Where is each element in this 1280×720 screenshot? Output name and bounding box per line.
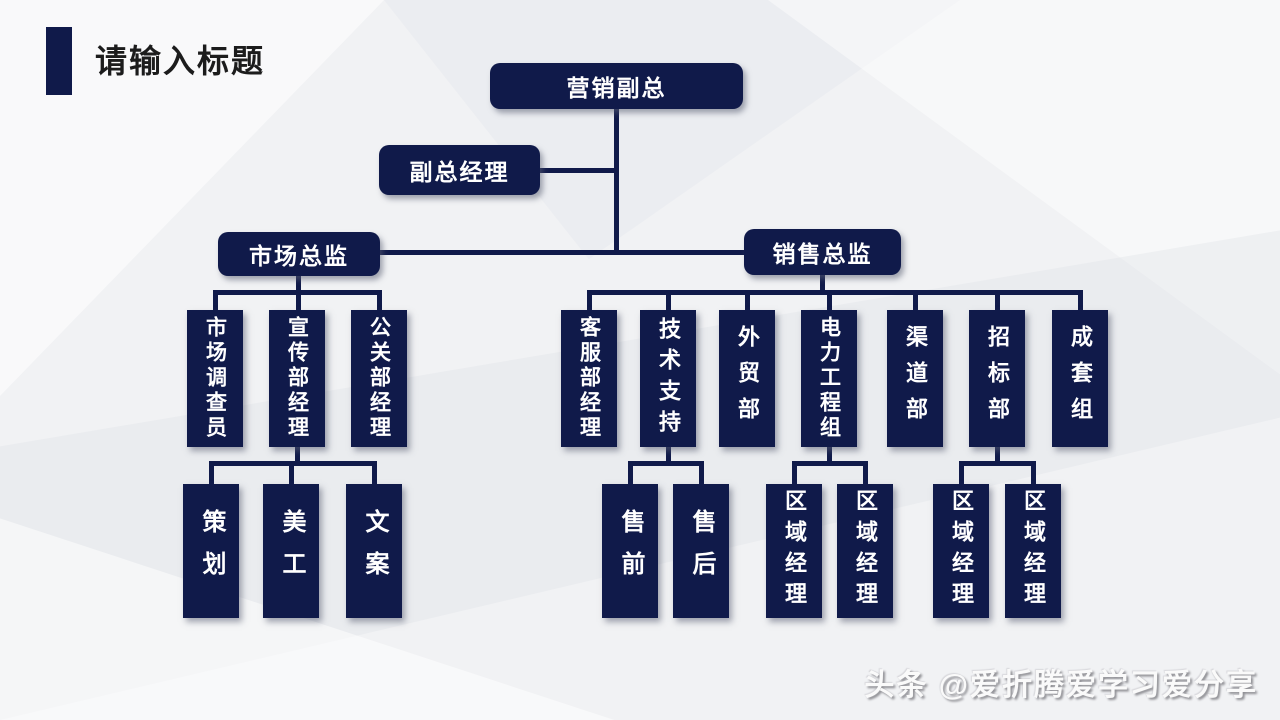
node-label: 售后 (688, 509, 715, 593)
node-foreign-trade-dept[interactable]: 外贸部 (719, 310, 775, 447)
node-market-director[interactable]: 市场总监 (218, 232, 380, 276)
connector-stub (1078, 290, 1083, 312)
node-label: 营销副总 (566, 75, 667, 101)
node-complete-set-group[interactable]: 成套组 (1052, 310, 1108, 447)
node-aftersales[interactable]: 售后 (673, 484, 729, 618)
node-deputy-gm[interactable]: 副总经理 (379, 145, 540, 195)
node-label: 区域经理 (1021, 489, 1046, 613)
node-label: 售前 (617, 509, 644, 593)
node-label: 美工 (278, 509, 305, 593)
connector-root-stem (614, 108, 619, 254)
node-bidding-dept[interactable]: 招标部 (969, 310, 1025, 447)
node-label: 市场总监 (249, 243, 349, 269)
node-tech-support[interactable]: 技术支持 (640, 310, 696, 447)
connector-promo-stem (295, 447, 300, 463)
node-promo-dept-manager[interactable]: 宣传部经理 (269, 310, 325, 447)
connector-stub (863, 461, 868, 486)
node-label: 外贸部 (735, 324, 760, 433)
node-marketing-vp[interactable]: 营销副总 (490, 63, 743, 109)
node-planning[interactable]: 策划 (183, 484, 239, 618)
title-accent-bar (46, 27, 72, 95)
node-sales-director[interactable]: 销售总监 (744, 229, 901, 275)
node-label: 区域经理 (782, 489, 807, 613)
connector-stub (587, 290, 592, 312)
page-title[interactable]: 请输入标题 (95, 43, 266, 79)
connector-tech-branch (628, 461, 704, 466)
connector-stub (699, 461, 704, 486)
node-label: 宣传部经理 (285, 316, 309, 441)
node-label: 渠道部 (903, 324, 928, 433)
node-label: 文案 (361, 509, 388, 593)
connector-sales-stem (820, 275, 825, 295)
connector-stub (959, 461, 964, 486)
node-label: 区域经理 (853, 489, 878, 613)
connector-stub (628, 461, 633, 486)
node-art-design[interactable]: 美工 (263, 484, 319, 618)
connector-stub (666, 290, 671, 312)
connector-stub (792, 461, 797, 486)
node-customer-service-manager[interactable]: 客服部经理 (561, 310, 617, 447)
node-label: 成套组 (1068, 324, 1093, 433)
node-label: 销售总监 (772, 241, 873, 267)
node-label: 技术支持 (656, 316, 681, 441)
node-channel-dept[interactable]: 渠道部 (887, 310, 943, 447)
connector-stub (213, 290, 218, 312)
connector-stub (209, 461, 214, 486)
connector-stub (1031, 461, 1036, 486)
node-label: 客服部经理 (577, 316, 601, 441)
node-label: 公关部经理 (367, 316, 391, 441)
node-power-engineering-group[interactable]: 电力工程组 (801, 310, 857, 447)
node-regional-manager-4[interactable]: 区域经理 (1005, 484, 1061, 618)
connector-power-branch (792, 461, 868, 466)
node-pr-dept-manager[interactable]: 公关部经理 (351, 310, 407, 447)
node-label: 策划 (198, 509, 225, 593)
node-label: 副总经理 (409, 159, 510, 185)
connector-stub (745, 290, 750, 312)
connector-directors-link (378, 250, 746, 255)
node-label: 市场调查员 (203, 316, 227, 441)
toutiao-watermark: 头条 @爱折腾爱学习爱分享 (864, 669, 1258, 702)
node-presales[interactable]: 售前 (602, 484, 658, 618)
connector-stub (827, 290, 832, 312)
connector-stub (913, 290, 918, 312)
node-market-researcher[interactable]: 市场调查员 (187, 310, 243, 447)
connector-bid-branch (959, 461, 1035, 466)
node-regional-manager-3[interactable]: 区域经理 (933, 484, 989, 618)
connector-tech-stem (666, 447, 671, 463)
node-label: 电力工程组 (817, 316, 841, 441)
connector-stub (289, 461, 294, 486)
connector-stub (995, 290, 1000, 312)
node-regional-manager-2[interactable]: 区域经理 (837, 484, 893, 618)
connector-power-stem (827, 447, 832, 463)
connector-stub (372, 461, 377, 486)
connector-bid-stem (995, 447, 1000, 463)
connector-deputy-link (538, 168, 618, 173)
node-regional-manager-1[interactable]: 区域经理 (766, 484, 822, 618)
connector-stub (377, 290, 382, 312)
connector-market-branch (213, 290, 382, 295)
node-label: 区域经理 (949, 489, 974, 613)
connector-sales-branch (587, 290, 1083, 295)
node-label: 招标部 (985, 324, 1010, 433)
node-copywriting[interactable]: 文案 (346, 484, 402, 618)
